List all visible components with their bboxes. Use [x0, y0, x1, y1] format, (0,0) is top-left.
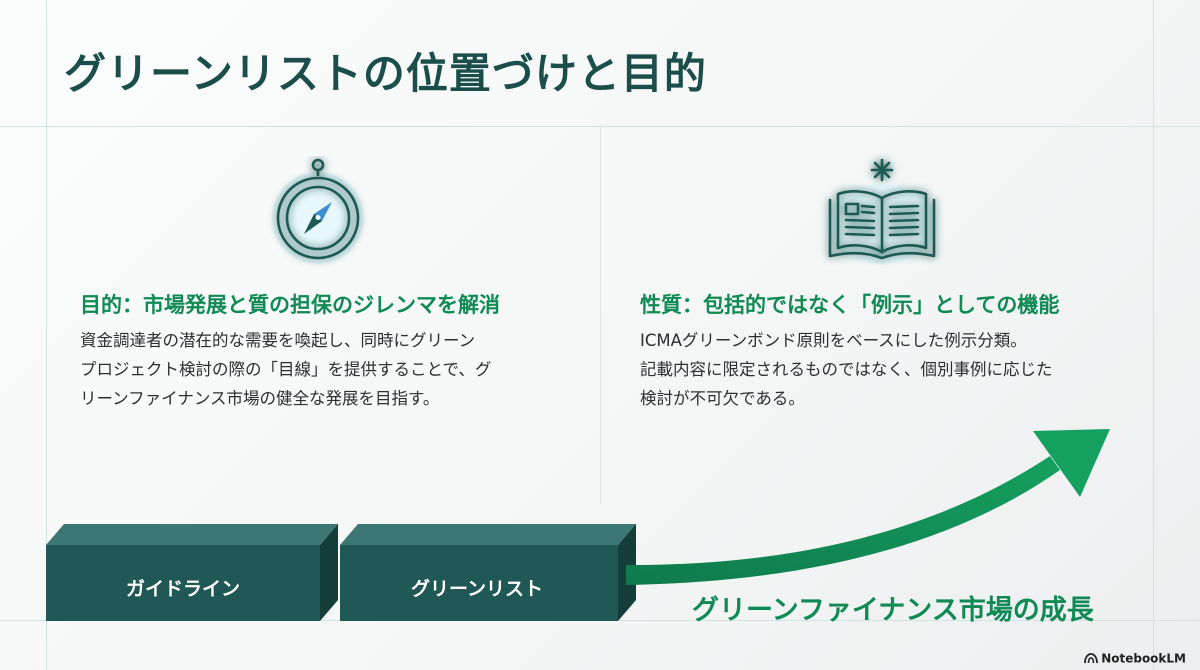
- purpose-body: 資金調達者の潜在的な需要を喚起し、同時にグリーン プロジェクト検討の際の「目線」…: [80, 326, 491, 413]
- notebooklm-branding: NotebookLM: [1084, 651, 1186, 665]
- book-icon: [820, 154, 944, 266]
- purpose-body-line: リーンファイナンス市場の健全な発展を目指す。: [80, 389, 440, 408]
- guide-line-top: [0, 126, 1200, 127]
- greenlist-block: [340, 524, 636, 621]
- growth-arrow: [626, 429, 1110, 585]
- nature-body: ICMAグリーンボンド原則をベースにした例示分類。 記載内容に限定されるものでは…: [640, 326, 1053, 413]
- notebooklm-logo-icon: [1084, 652, 1099, 664]
- section-divider: [600, 126, 601, 504]
- purpose-body-line: 資金調達者の潜在的な需要を喚起し、同時にグリーン: [80, 331, 476, 350]
- guideline-label: ガイドライン: [125, 578, 240, 600]
- page-title: グリーンリストの位置づけと目的: [64, 49, 707, 98]
- greenlist-label: グリーンリスト: [410, 578, 544, 600]
- guide-line-left: [46, 0, 47, 670]
- purpose-heading: 目的：市場発展と質の担保のジレンマを解消: [80, 293, 500, 317]
- guideline-block: [46, 524, 338, 621]
- guide-line-right: [1153, 0, 1154, 670]
- nature-heading: 性質：包括的ではなく「例示」としての機能: [640, 293, 1060, 317]
- nature-body-line: 記載内容に限定されるものではなく、個別事例に応じた: [640, 360, 1053, 379]
- brand-name: NotebookLM: [1101, 651, 1186, 665]
- compass-icon: [262, 156, 374, 268]
- growth-label: グリーンファイナンス市場の成長: [692, 595, 1094, 626]
- purpose-body-line: プロジェクト検討の際の「目線」を提供することで、グ: [80, 360, 492, 379]
- nature-body-line: ICMAグリーンボンド原則をベースにした例示分類。: [640, 331, 1027, 350]
- nature-body-line: 検討が不可欠である。: [640, 389, 805, 408]
